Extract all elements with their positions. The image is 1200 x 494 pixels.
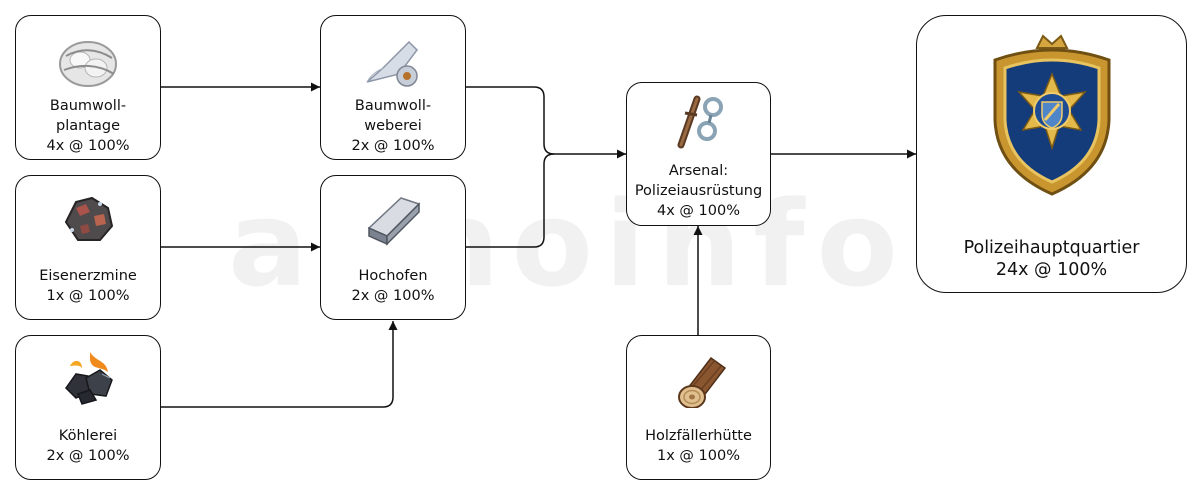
node-label: Baumwoll- weberei 2x @ 100% [321, 96, 465, 156]
node-arsenal: Arsenal: Polizeiausrüstung 4x @ 100% [626, 82, 771, 226]
rate-text: 2x @ 100% [351, 138, 435, 154]
node-label: Polizeihauptquartier 24x @ 100% [917, 237, 1186, 281]
node-charcoal-burner: Köhlerei 2x @ 100% [15, 335, 161, 480]
label-line: Hochofen [358, 268, 428, 284]
wood-log-icon [667, 348, 731, 412]
node-label: Köhlerei 2x @ 100% [16, 426, 160, 466]
node-furnace: Hochofen 2x @ 100% [320, 175, 466, 320]
node-label: Eisenerzmine 1x @ 100% [16, 266, 160, 306]
node-label: Arsenal: Polizeiausrüstung 4x @ 100% [627, 161, 770, 221]
cotton-bale-icon [56, 34, 120, 94]
node-lumberjack: Holzfällerhütte 1x @ 100% [626, 335, 771, 480]
arrow-cotton-mill-to-arsenal [466, 86, 626, 159]
rate-text: 1x @ 100% [657, 448, 740, 464]
label-line: weberei [364, 118, 422, 134]
rate-text: 4x @ 100% [657, 203, 740, 219]
label-line: Köhlerei [58, 428, 118, 444]
rate-text: 24x @ 100% [995, 260, 1108, 280]
label-line: Polizeihauptquartier [963, 238, 1140, 258]
arrow-furnace-to-arsenal [466, 153, 555, 248]
arrow-charcoal-to-furnace [161, 321, 398, 408]
label-line: Polizeiausrüstung [634, 183, 763, 199]
rate-text: 2x @ 100% [351, 288, 435, 304]
node-label: Hochofen 2x @ 100% [321, 266, 465, 306]
police-badge-icon [977, 30, 1127, 204]
rate-text: 2x @ 100% [46, 448, 130, 464]
label-line: Arsenal: [668, 163, 729, 179]
steel-ingot-icon [361, 190, 425, 254]
rate-text: 1x @ 100% [46, 288, 130, 304]
fabric-roll-icon [361, 34, 425, 94]
node-iron-mine: Eisenerzmine 1x @ 100% [15, 175, 161, 320]
coal-icon [56, 344, 120, 412]
label-line: Eisenerzmine [39, 268, 137, 284]
rate-text: 4x @ 100% [46, 138, 130, 154]
iron-ore-icon [56, 186, 120, 254]
node-label: Holzfällerhütte 1x @ 100% [627, 426, 770, 466]
label-line: plantage [55, 118, 120, 134]
node-cotton-mill: Baumwoll- weberei 2x @ 100% [320, 15, 466, 160]
node-label: Baumwoll- plantage 4x @ 100% [16, 96, 160, 156]
label-line: Baumwoll- [49, 98, 127, 114]
node-police-hq: Polizeihauptquartier 24x @ 100% [916, 15, 1187, 293]
label-line: Holzfällerhütte [645, 428, 752, 444]
police-equipment-icon [667, 91, 731, 153]
node-cotton-plantation: Baumwoll- plantage 4x @ 100% [15, 15, 161, 160]
label-line: Baumwoll- [354, 98, 432, 114]
